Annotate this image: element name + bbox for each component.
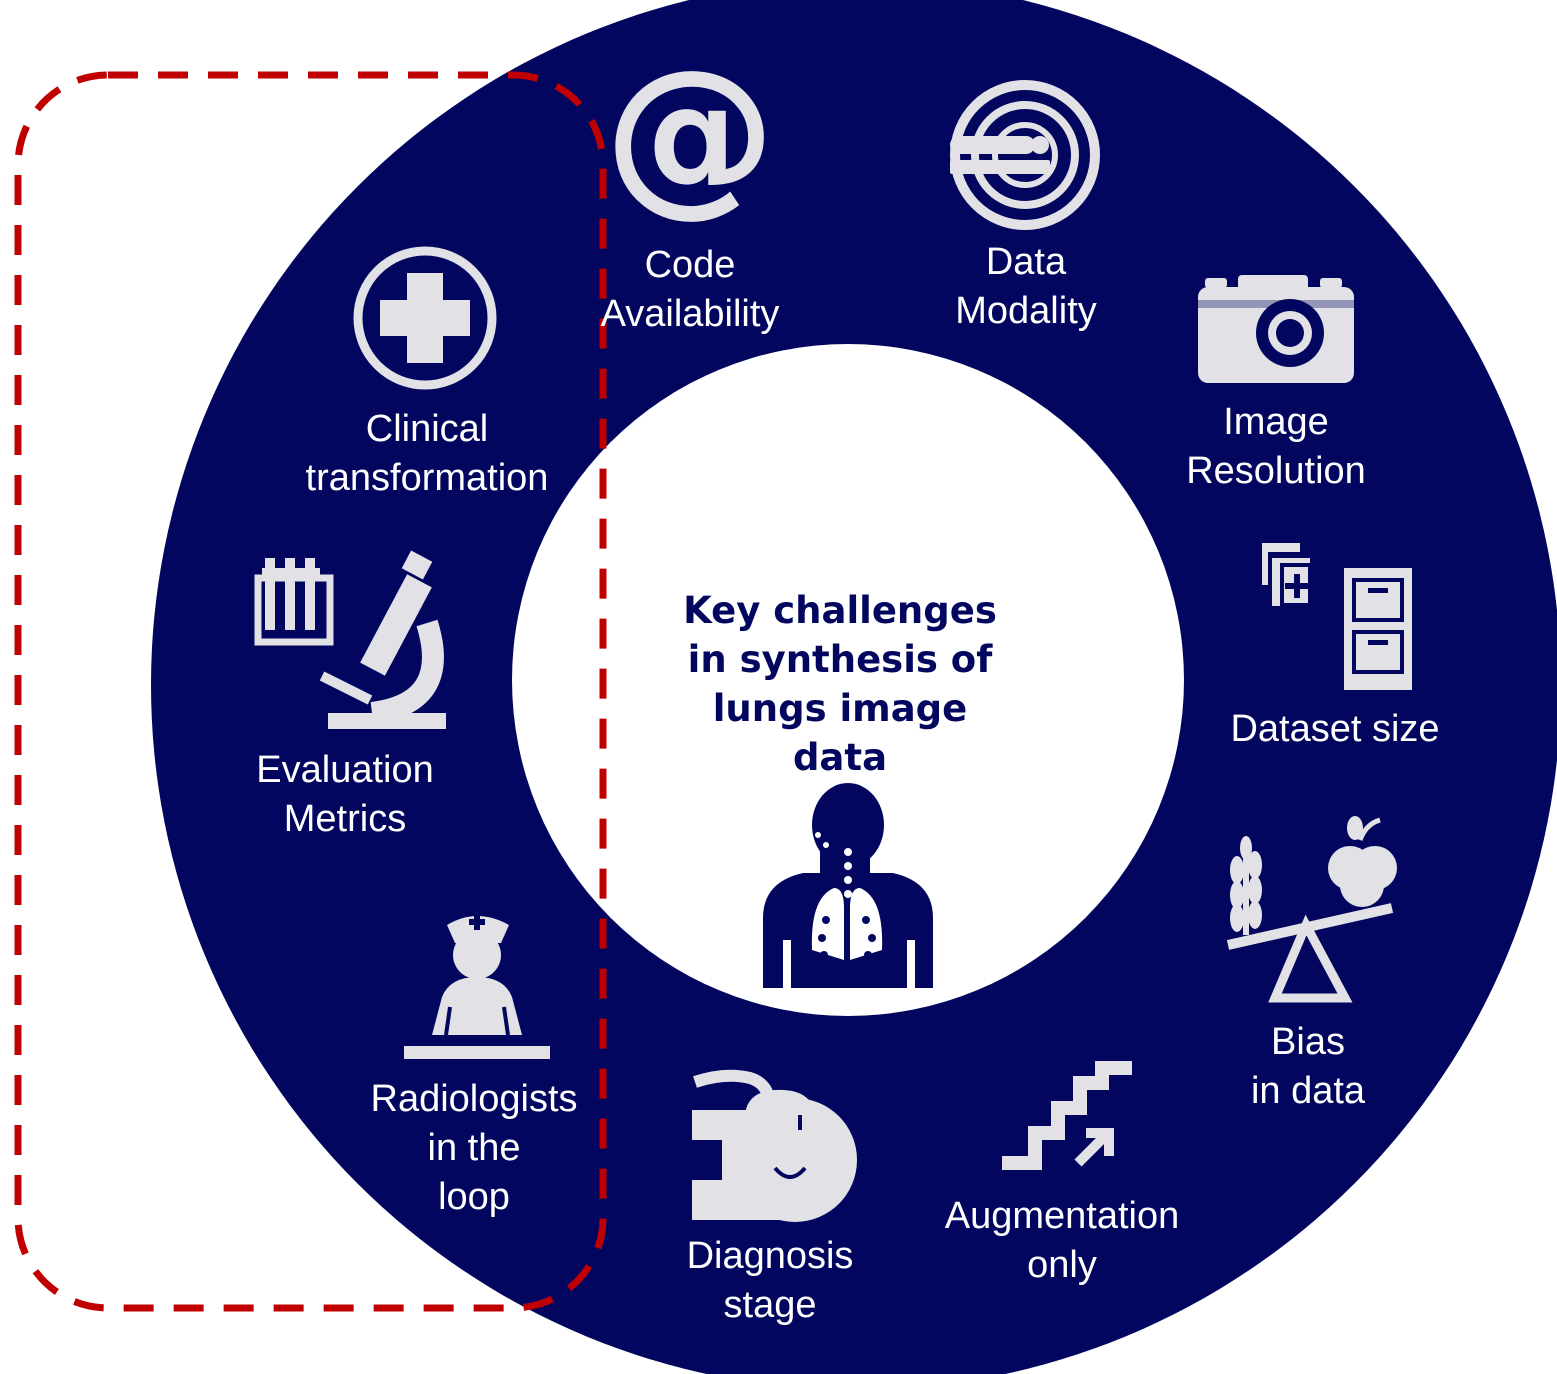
label-clinical-transformation: Clinical transformation xyxy=(306,405,549,503)
file-cabinet-icon xyxy=(1262,543,1412,690)
mri-scanner-icon xyxy=(950,80,1100,230)
balance-scale-icon xyxy=(1226,816,1397,1003)
label-line: Image xyxy=(1223,401,1329,443)
label-line: Dataset size xyxy=(1230,708,1440,750)
highlight-dashed-box xyxy=(14,71,607,1312)
label-line: Metrics xyxy=(283,798,407,840)
label-line: Radiologists xyxy=(370,1078,578,1120)
lungs-person-icon xyxy=(763,783,933,988)
label-line: Clinical xyxy=(365,408,489,450)
label-data-modality: Data Modality xyxy=(955,238,1097,336)
label-line: Code xyxy=(644,244,736,286)
svg-text:@: @ xyxy=(604,32,776,233)
label-line: Augmentation xyxy=(944,1195,1180,1237)
label-bias-in-data: Bias in data xyxy=(1251,1018,1365,1116)
microscope-icon xyxy=(254,550,446,729)
label-augmentation-only: Augmentation only xyxy=(945,1192,1180,1290)
label-code-availability: Code Availability xyxy=(601,241,780,339)
center-title-line: in synthesis of xyxy=(687,638,993,681)
label-line: Availability xyxy=(600,293,780,335)
label-line: transformation xyxy=(305,457,549,499)
medical-cross-icon xyxy=(353,246,497,390)
camera-icon xyxy=(1198,275,1354,383)
label-evaluation-metrics: Evaluation Metrics xyxy=(256,746,433,844)
label-diagnosis-stage: Diagnosis stage xyxy=(687,1232,854,1330)
label-line: in the xyxy=(427,1127,521,1169)
label-line: stage xyxy=(723,1284,817,1326)
center-title-line: lungs image xyxy=(712,687,968,730)
at-sign-icon: @ xyxy=(604,32,776,233)
label-line: Evaluation xyxy=(256,749,434,791)
center-disc xyxy=(512,344,1184,1016)
head-scan-icon xyxy=(692,1069,857,1222)
label-line: Modality xyxy=(955,290,1097,332)
label-image-resolution: Image Resolution xyxy=(1186,398,1366,496)
label-line: in data xyxy=(1250,1070,1366,1112)
center-title-line: data xyxy=(792,736,888,779)
center-title: Key challenges in synthesis of lungs ima… xyxy=(640,586,1040,782)
label-line: Bias xyxy=(1271,1021,1345,1063)
label-line: Data xyxy=(985,241,1067,283)
label-line: loop xyxy=(438,1176,510,1218)
label-line: Resolution xyxy=(1186,450,1366,492)
label-radiologists-in-the-loop: Radiologists in the loop xyxy=(371,1075,578,1222)
nurse-icon xyxy=(404,914,550,1059)
label-line: only xyxy=(1027,1244,1097,1286)
label-line: Diagnosis xyxy=(686,1235,854,1277)
stairs-arrow-icon xyxy=(1002,1061,1132,1170)
label-dataset-size: Dataset size xyxy=(1230,705,1439,754)
center-title-line: Key challenges xyxy=(683,589,997,632)
